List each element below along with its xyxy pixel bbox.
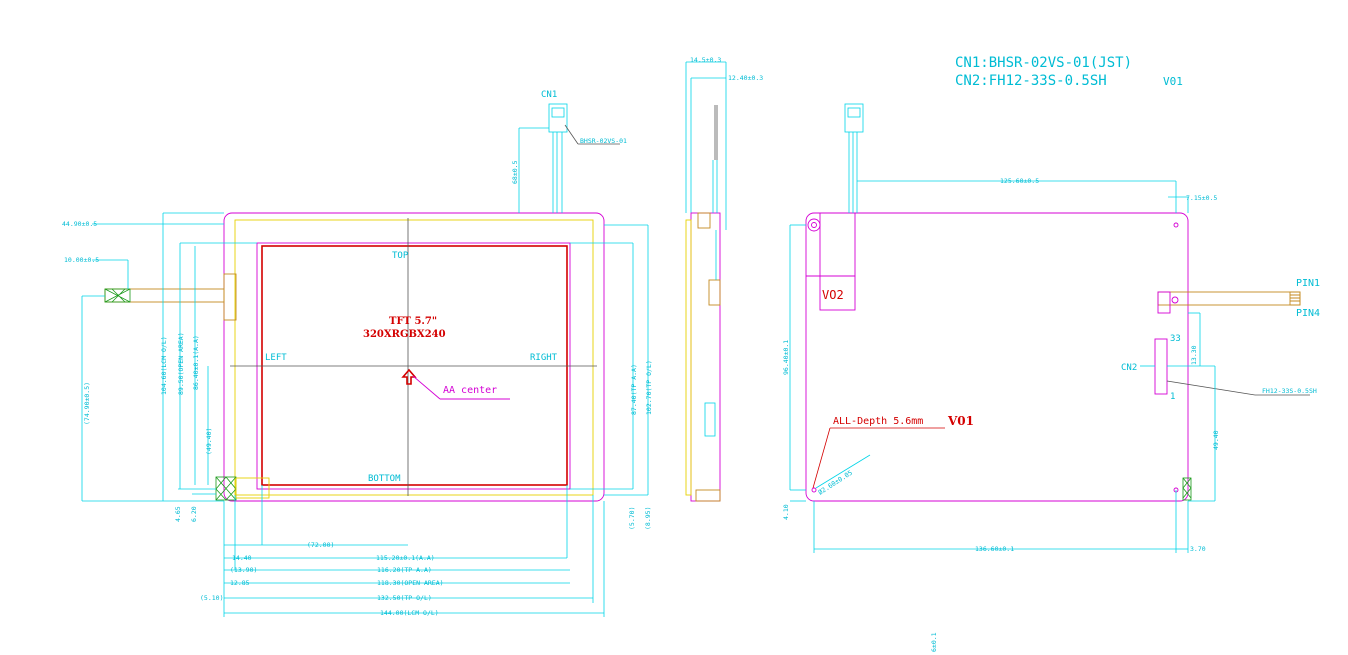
- rear-dim-3-70: 3.70: [1190, 545, 1206, 553]
- dim-74-90: (74.90±0.5): [83, 382, 91, 425]
- dim-89-50: 89.50(OPEN AREA): [177, 332, 185, 395]
- rear-dim-4-10: 4.10: [782, 504, 790, 520]
- pin1-label: PIN1: [1296, 278, 1320, 289]
- ground-tab-outline: [235, 477, 270, 499]
- cn1-label: CN1: [541, 90, 557, 100]
- rear-view: VO2 125.60±0.5 7.15±0.5 PIN1 PIN4 CN2 33…: [782, 103, 1320, 553]
- rear-fpc-contact: [1289, 291, 1301, 306]
- fpc-bend-left: [223, 273, 237, 321]
- side-glass: [685, 219, 692, 496]
- rear-cn1-body: [844, 103, 864, 133]
- rear-fpc-clamp: [1157, 291, 1171, 314]
- mount-hole-top-left-inner: [811, 222, 817, 228]
- side-top-block: [697, 212, 711, 229]
- aa-center-arrow: [401, 368, 417, 385]
- cn2-pin33: 33: [1170, 334, 1181, 344]
- mount-hole-top-left: [807, 218, 821, 232]
- rear-fpc-tail: [1157, 291, 1301, 306]
- label-left: LEFT: [265, 353, 287, 363]
- hole-diameter-leader: [815, 454, 871, 489]
- dim-44-90: 44.90±0.5: [62, 220, 97, 228]
- fpc-contact-hatch: [104, 288, 131, 303]
- aa-center-label: AA center: [443, 385, 497, 396]
- cn1-window: [551, 107, 565, 118]
- cn2-body: [1154, 338, 1168, 395]
- ground-tab-hatch: [215, 476, 237, 501]
- tp-outline: [234, 219, 594, 496]
- dim-115-20: 115.20±0.1(A.A): [376, 554, 435, 562]
- rear-dim-13-30: 13.30: [1190, 345, 1198, 365]
- cn2-part-leader: [1166, 380, 1256, 396]
- depth-version: V01: [947, 414, 974, 428]
- connector-line-2: CN2:FH12-33S-0.5SH: [955, 73, 1107, 89]
- connector-version: V01: [1163, 75, 1183, 88]
- dim-118-30: 118.30(OPEN AREA): [377, 579, 444, 587]
- dim-68: 68±0.5: [511, 160, 519, 184]
- connector-header: CN1:BHSR-02VS-01(JST) CN2:FH12-33S-0.5SH…: [955, 55, 1183, 89]
- dim-116-20: 116.20(TP A.A): [377, 566, 432, 574]
- dim-102-70: 102.70(TP O/L): [645, 360, 653, 415]
- dim-87-40: 87.40(TP A.A): [630, 364, 638, 415]
- depth-note-leader: [812, 427, 831, 489]
- cn2-pin1: 1: [1170, 392, 1175, 402]
- rear-fpc-hole: [1171, 296, 1179, 304]
- cn2-part-label: FH12-33S-0.5SH: [1262, 387, 1317, 395]
- vo2-block: [819, 275, 856, 311]
- rear-ground-tab-hatch: [1182, 477, 1192, 499]
- panel-title-line2: 320XRGBX240: [363, 329, 446, 340]
- rear-dim-125-60: 125.60±0.5: [1000, 177, 1039, 185]
- vo2-label: VO2: [822, 288, 844, 302]
- side-view: 14.5±0.3 12.40±0.3: [685, 56, 763, 502]
- dim-132-50: 132.50(TP O/L): [377, 594, 432, 602]
- dim-144-00: 144.00(LCM O/L): [380, 609, 439, 617]
- rear-outline: [805, 212, 1189, 502]
- rear-dim-49-40: 49.40: [1212, 430, 1220, 450]
- cn2-label: CN2: [1121, 363, 1137, 373]
- dim-6-20: 6.20: [190, 506, 198, 522]
- pin4-label: PIN4: [1296, 308, 1320, 319]
- dim-13-90: (13.90): [230, 566, 257, 574]
- depth-note: ALL-Depth 5.6mm: [833, 416, 923, 427]
- cn1-body: [548, 103, 568, 133]
- dim-49-40-left: (49.40): [205, 428, 213, 455]
- side-dim-12-40: 12.40±0.3: [728, 74, 763, 82]
- mount-hole-bottom-left: [811, 487, 817, 493]
- dim-8-95: (8.95): [644, 507, 652, 530]
- rear-dim-136-60: 136.60±0.1: [975, 545, 1014, 553]
- rear-fpc-contact-pins: [1290, 294, 1300, 302]
- side-bottom-block: [695, 489, 721, 502]
- dim-4-65: 4.65: [174, 506, 182, 522]
- side-cn2-block: [704, 402, 716, 437]
- tolerance-mark: 6±0.1: [930, 632, 938, 652]
- aa-center-leader: [412, 375, 441, 400]
- rear-cn1-window: [847, 107, 861, 118]
- mount-hole-top-right: [1173, 222, 1179, 228]
- dim-5-10: (5.10): [200, 594, 223, 602]
- dim-72-00: (72.00): [307, 541, 334, 549]
- label-right: RIGHT: [530, 353, 558, 363]
- rear-dim-7-15: 7.15±0.5: [1186, 194, 1217, 202]
- dim-14-40: 14.40: [232, 554, 252, 562]
- label-top: TOP: [392, 251, 409, 261]
- hole-diameter: Ø2.60±0.05: [817, 469, 854, 497]
- cn1-part-label: BHSR-02VS-01: [580, 137, 627, 145]
- rear-ground-tab: [1182, 477, 1192, 501]
- rear-dim-96-40: 96.40±0.1: [782, 340, 790, 375]
- dim-12-85: 12.85: [230, 579, 250, 587]
- dim-104-60: 104.60(LCM O/L): [160, 336, 168, 395]
- dim-10-00: 10.00±0.5: [64, 256, 99, 264]
- active-area-outline: [261, 245, 568, 486]
- connector-line-1: CN1:BHSR-02VS-01(JST): [955, 55, 1132, 71]
- fpc-contact-left: [104, 288, 131, 303]
- label-bottom: BOTTOM: [368, 474, 401, 484]
- dim-86-40: 86.40±0.1(A.A): [192, 335, 200, 390]
- side-fpc-block: [708, 279, 721, 306]
- side-dim-14-5: 14.5±0.3: [690, 56, 721, 64]
- dim-5-70: (5.70): [628, 507, 636, 530]
- cn1-part-leader: [564, 124, 579, 145]
- front-view: TOP BOTTOM LEFT RIGHT TFT 5.7" 320XRGBX2…: [62, 90, 653, 617]
- panel-title-line1: TFT 5.7": [389, 316, 437, 327]
- lcm-outline: [223, 212, 605, 502]
